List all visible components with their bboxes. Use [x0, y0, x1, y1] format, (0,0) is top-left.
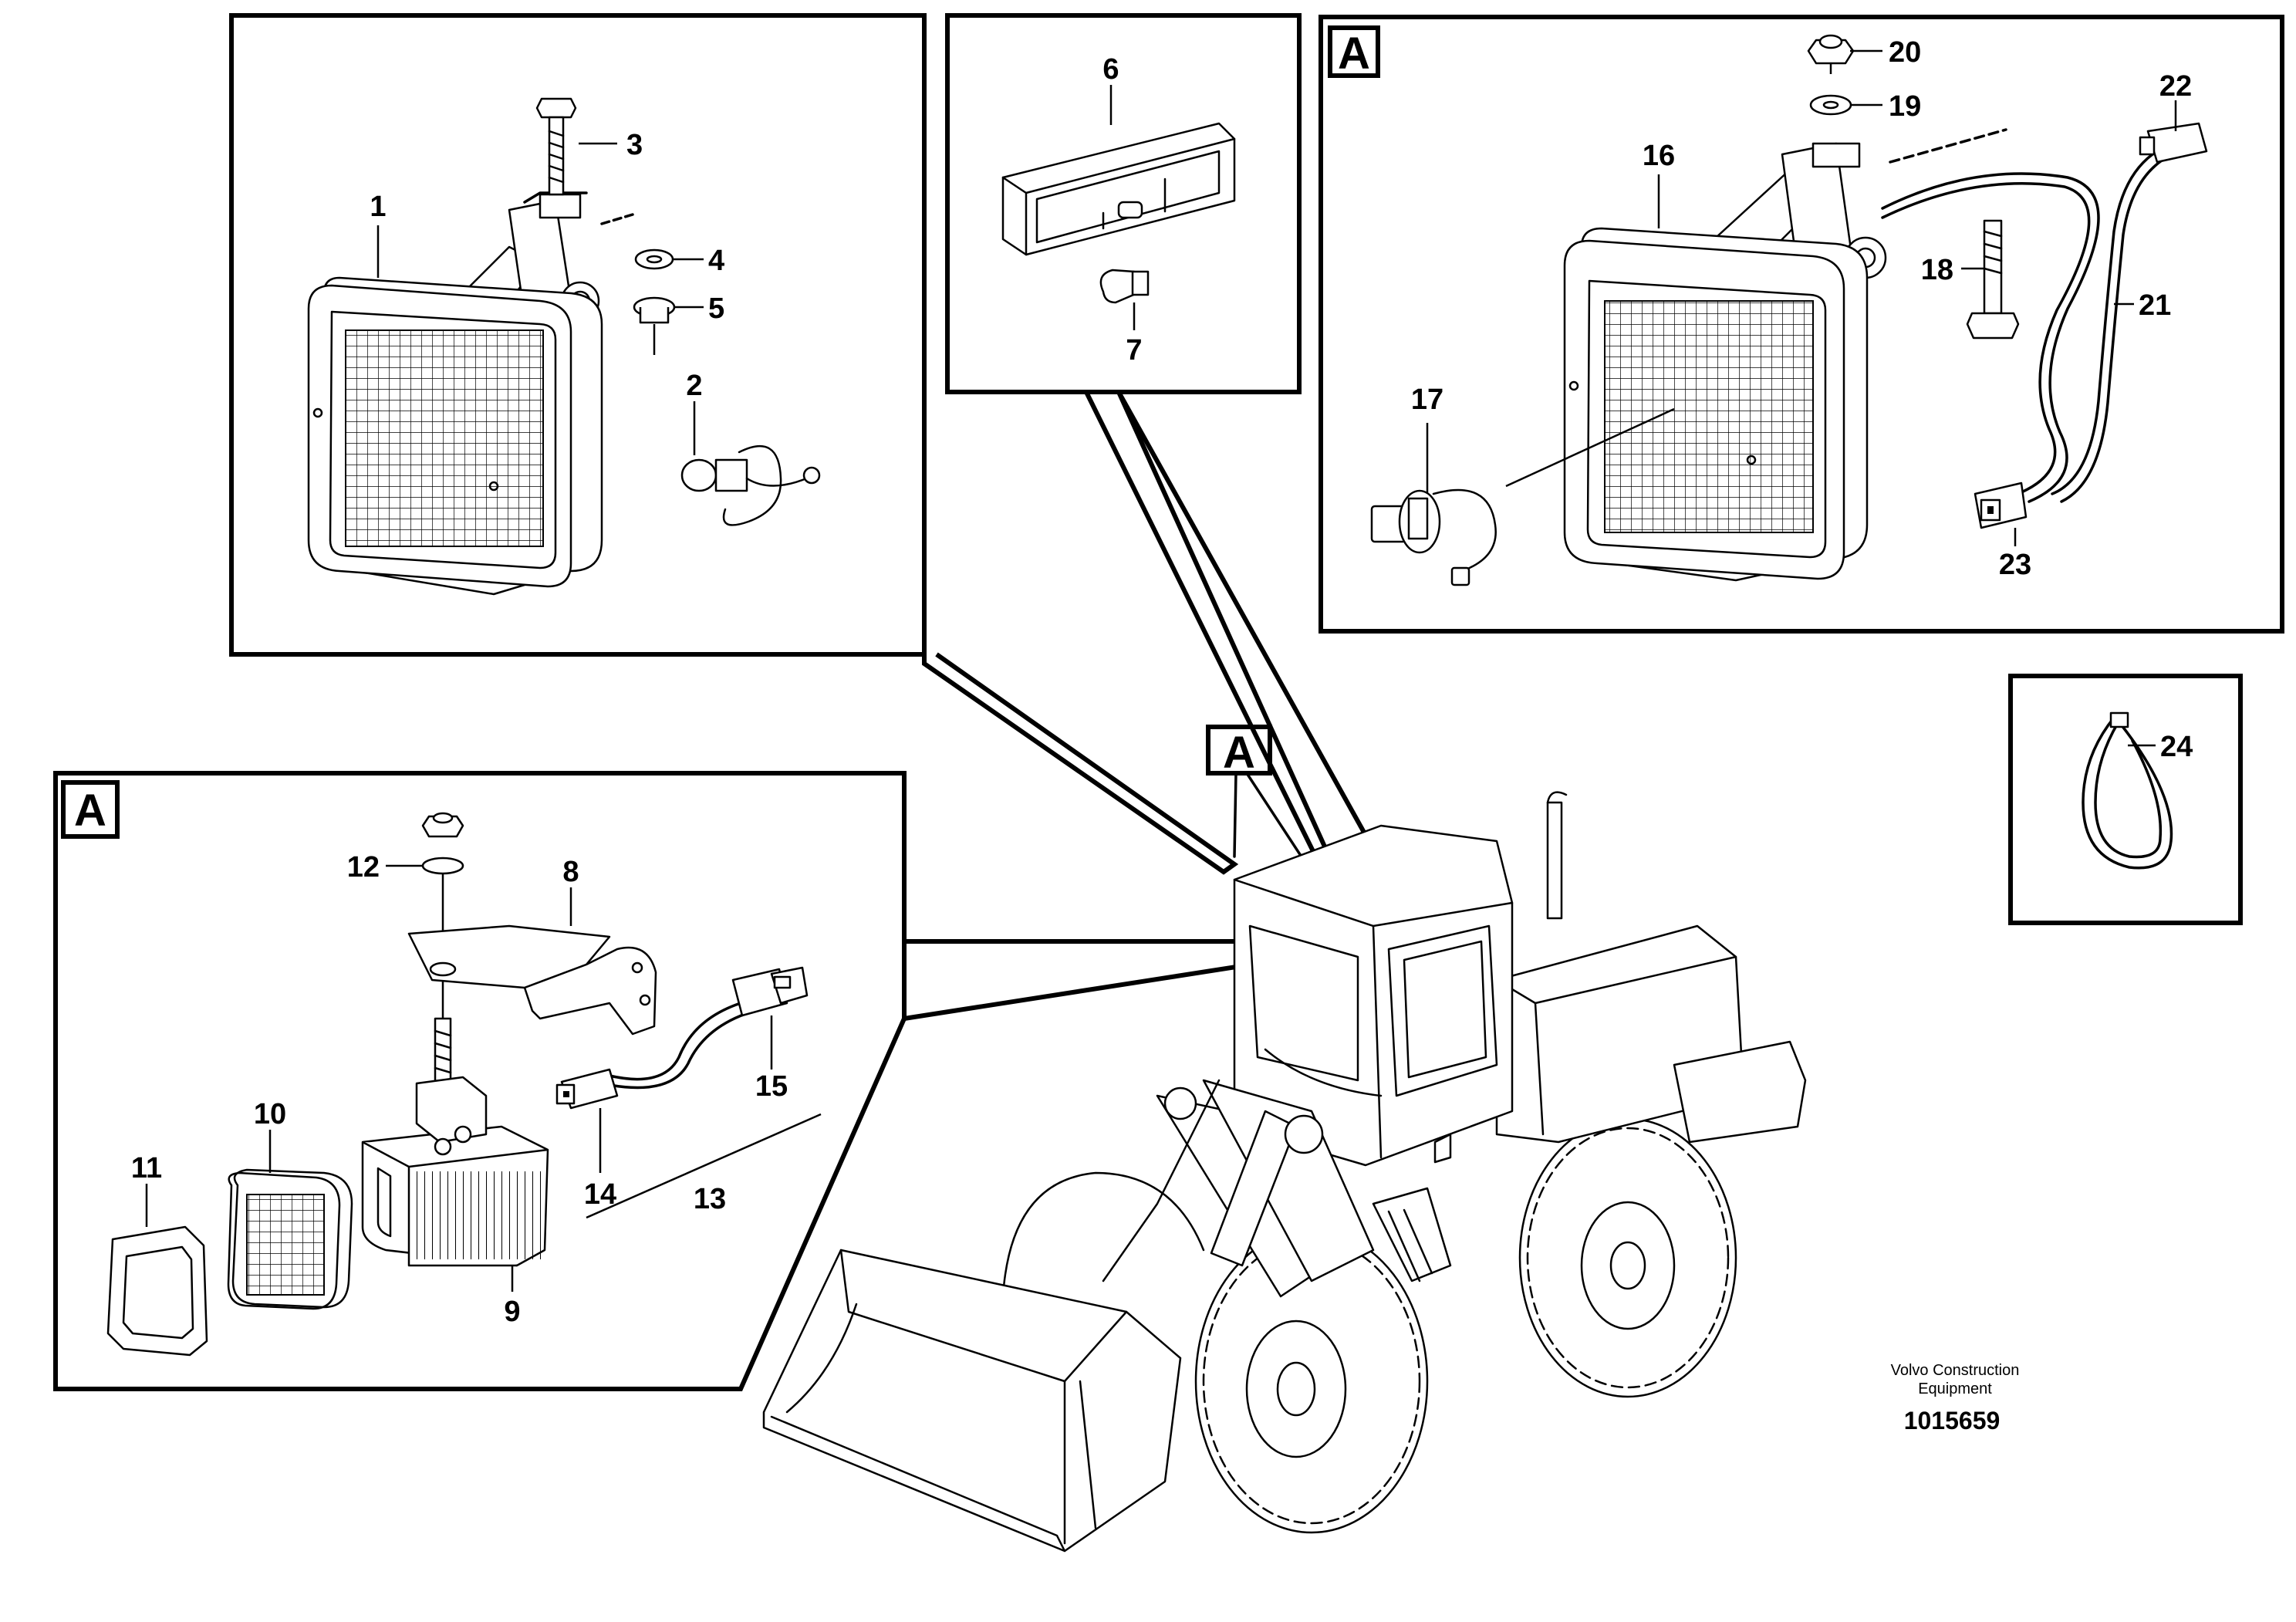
section-a-lamp-assembly-panel-frame — [53, 771, 907, 1391]
callout-23: 23 — [1999, 549, 2031, 581]
connector-item-14 — [555, 1068, 619, 1110]
callout-12: 12 — [347, 851, 380, 884]
callout-4: 4 — [708, 245, 724, 277]
work-lamp-panel — [229, 13, 927, 657]
callout-17: 17 — [1411, 384, 1443, 416]
section-a-bottom-label-box — [61, 780, 120, 839]
connector-item-23 — [1974, 482, 2028, 529]
work-lamp-body — [307, 276, 603, 596]
bolt-item-18 — [1966, 219, 2020, 340]
section-label-bottom-left: A — [74, 786, 106, 836]
interior-lamp-panel-frame — [945, 13, 1302, 394]
callout-19: 19 — [1889, 90, 1921, 123]
section-labels: A A A — [74, 29, 1370, 836]
section-a-lamp-assembly-panel — [53, 771, 907, 1391]
frame-connector-lines — [903, 390, 1414, 1021]
callout-13: 13 — [694, 1183, 726, 1215]
machine-body — [1495, 791, 1807, 1144]
callout-9: 9 — [504, 1296, 520, 1328]
bolt-item-3 — [535, 97, 577, 196]
document-number: 1015659 — [1904, 1407, 2001, 1434]
bracket-item-8 — [407, 924, 657, 1036]
lamp-housing-item-9 — [361, 1017, 549, 1292]
cable-tie-panel-frame — [2008, 674, 2243, 925]
rear-wheel — [1518, 1117, 1737, 1398]
section-a-work-lamp-panel-frame — [1319, 15, 2284, 634]
callout-2: 2 — [686, 370, 702, 402]
bezel-item-11 — [106, 1184, 208, 1357]
callout-14: 14 — [584, 1178, 616, 1211]
bulb-item-7 — [1099, 269, 1150, 304]
callout-1: 1 — [370, 191, 386, 223]
callout-22: 22 — [2159, 70, 2192, 103]
callout-labels: 1 2 3 4 5 6 7 8 9 10 11 12 13 14 15 16 1… — [131, 36, 2193, 1328]
cable-item-13 — [608, 1002, 747, 1090]
nut-washer-item-12 — [421, 812, 464, 1026]
section-a-label-box — [1328, 25, 1380, 78]
callout-5: 5 — [708, 292, 724, 325]
callout-7: 7 — [1126, 334, 1142, 367]
loader-bucket — [762, 1249, 1182, 1553]
cable-item-21 — [1881, 153, 2163, 503]
far-front-wheel — [1001, 1171, 1205, 1298]
work-lamp-panel-frame — [229, 13, 927, 657]
bulb-item-2 — [680, 444, 821, 526]
callout-3: 3 — [626, 129, 643, 161]
callout-24: 24 — [2160, 731, 2193, 763]
washer-item-4 — [634, 248, 674, 270]
washer-item-19 — [1809, 94, 1852, 116]
bulb-item-17 — [1370, 407, 1675, 586]
machine-a-label-box — [1206, 725, 1272, 776]
section-label-machine: A — [1223, 728, 1255, 778]
interior-lamp-item-6 — [1001, 122, 1236, 256]
footer-block: Volvo Construction Equipment 1015659 — [1891, 1362, 2020, 1434]
callout-16: 16 — [1643, 140, 1675, 172]
callout-10: 10 — [254, 1098, 286, 1130]
callout-15: 15 — [755, 1070, 788, 1103]
callout-20: 20 — [1889, 36, 1921, 69]
section-a-lamp-body — [1563, 227, 1869, 582]
cable-tie-item-24 — [2082, 711, 2173, 870]
nut-item-20 — [1807, 34, 1855, 74]
section-label-top-right: A — [1338, 29, 1370, 79]
callout-6: 6 — [1102, 53, 1119, 86]
connector-item-15 — [731, 966, 809, 1017]
loader-boom — [1102, 1079, 1452, 1298]
section-a-lamp-bracket — [1696, 128, 2007, 279]
brand-line-1: Volvo Construction — [1891, 1362, 2020, 1379]
front-wheel — [1194, 1228, 1429, 1534]
wheel-loader-illustration — [762, 725, 1807, 1553]
brand-line-2: Equipment — [1918, 1380, 1992, 1397]
callout-21: 21 — [2139, 289, 2171, 322]
nut-item-5 — [633, 296, 676, 355]
cable-tie-panel — [2008, 674, 2243, 925]
section-a-work-lamp-panel — [1319, 15, 2284, 634]
callout-11: 11 — [131, 1152, 162, 1184]
callout-18: 18 — [1921, 254, 1953, 286]
connector-item-22 — [2139, 122, 2208, 164]
interior-lamp-panel — [945, 13, 1302, 394]
reflector-item-10 — [227, 1130, 353, 1310]
callout-8: 8 — [562, 856, 579, 888]
